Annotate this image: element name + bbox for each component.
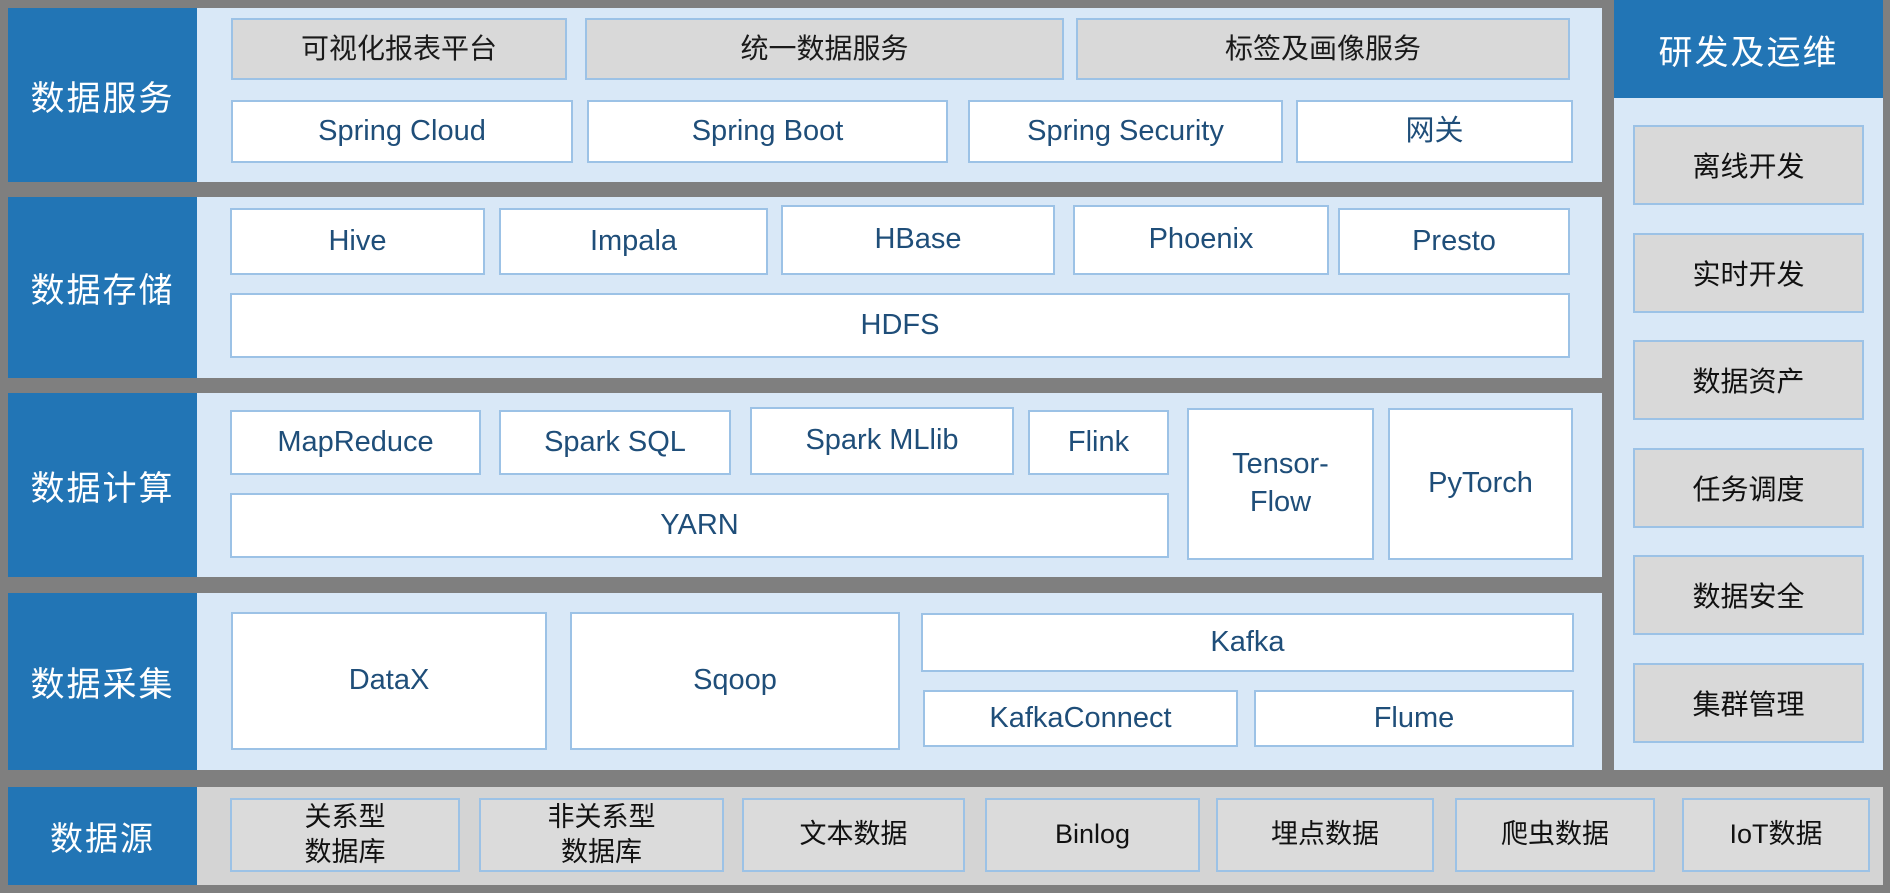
node-hbase: HBase xyxy=(781,205,1055,275)
node-visual-report-platform: 可视化报表平台 xyxy=(231,18,567,80)
node-spring-security: Spring Security xyxy=(968,100,1283,163)
rd-item-offline-dev: 离线开发 xyxy=(1633,125,1864,206)
row-data-computing: MapReduce Spark SQL Spark MLlib Flink YA… xyxy=(197,393,1602,577)
rd-item-task-scheduling: 任务调度 xyxy=(1633,447,1864,528)
node-tag-portrait-service: 标签及画像服务 xyxy=(1076,18,1570,80)
rd-ops-column: 离线开发 实时开发 数据资产 任务调度 数据安全 集群管理 xyxy=(1614,98,1883,770)
row-label-data-computing: 数据计算 xyxy=(8,393,197,577)
node-spring-boot: Spring Boot xyxy=(587,100,948,163)
node-non-relational-db: 非关系型 数据库 xyxy=(479,798,724,872)
node-presto: Presto xyxy=(1338,208,1570,275)
node-mapreduce: MapReduce xyxy=(230,410,481,475)
node-unified-data-service: 统一数据服务 xyxy=(585,18,1064,80)
node-flume: Flume xyxy=(1254,690,1574,747)
node-binlog: Binlog xyxy=(985,798,1200,872)
node-impala: Impala xyxy=(499,208,768,275)
node-text-data: 文本数据 xyxy=(742,798,965,872)
row-data-collection: DataX Sqoop Kafka KafkaConnect Flume xyxy=(197,593,1602,770)
node-hdfs: HDFS xyxy=(230,293,1570,358)
node-spark-mllib: Spark MLlib xyxy=(750,407,1014,475)
rd-item-realtime-dev: 实时开发 xyxy=(1633,232,1864,313)
row-label-data-collection: 数据采集 xyxy=(8,593,197,770)
node-flink: Flink xyxy=(1028,410,1169,475)
node-tensorflow: Tensor- Flow xyxy=(1187,408,1374,560)
rd-item-data-assets: 数据资产 xyxy=(1633,340,1864,421)
node-hive: Hive xyxy=(230,208,485,275)
node-pytorch: PyTorch xyxy=(1388,408,1573,560)
node-spring-cloud: Spring Cloud xyxy=(231,100,573,163)
node-spark-sql: Spark SQL xyxy=(499,410,731,475)
row-label-data-storage: 数据存储 xyxy=(8,197,197,378)
node-iot-data: IoT数据 xyxy=(1682,798,1870,872)
node-kafka-connect: KafkaConnect xyxy=(923,690,1238,747)
row-data-storage: Hive Impala HBase Phoenix Presto HDFS xyxy=(197,197,1602,378)
node-relational-db: 关系型 数据库 xyxy=(230,798,460,872)
node-phoenix: Phoenix xyxy=(1073,205,1329,275)
rd-item-cluster-management: 集群管理 xyxy=(1633,662,1864,743)
row-data-sources: 关系型 数据库 非关系型 数据库 文本数据 Binlog 埋点数据 爬虫数据 I… xyxy=(197,787,1883,885)
node-kafka: Kafka xyxy=(921,613,1574,672)
node-crawler-data: 爬虫数据 xyxy=(1455,798,1655,872)
node-tracking-data: 埋点数据 xyxy=(1216,798,1434,872)
row-label-data-source: 数据源 xyxy=(8,787,197,885)
node-datax: DataX xyxy=(231,612,547,750)
node-yarn: YARN xyxy=(230,493,1169,558)
row-data-services: 可视化报表平台 统一数据服务 标签及画像服务 Spring Cloud Spri… xyxy=(197,8,1602,182)
row-label-data-services: 数据服务 xyxy=(8,8,197,182)
node-sqoop: Sqoop xyxy=(570,612,900,750)
rd-ops-header: 研发及运维 xyxy=(1614,0,1883,98)
node-gateway: 网关 xyxy=(1296,100,1573,163)
rd-item-data-security: 数据安全 xyxy=(1633,555,1864,636)
